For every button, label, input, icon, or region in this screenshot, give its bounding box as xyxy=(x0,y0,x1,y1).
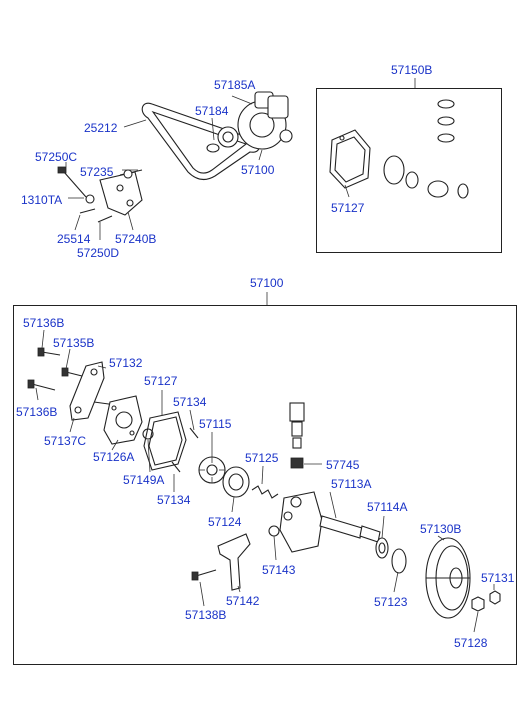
shaft xyxy=(319,515,381,543)
label-bracket-137c: 57137C xyxy=(44,434,87,448)
spring xyxy=(251,485,279,499)
top-bolts xyxy=(57,166,143,223)
label-nut-128: 57128 xyxy=(454,636,488,650)
label-belt: 25212 xyxy=(84,121,118,135)
label-bracket-b: 57240B xyxy=(115,232,157,246)
label-seal-114a: 57114A xyxy=(367,500,408,514)
seal-kit-frame xyxy=(316,88,502,253)
label-washer: 25514 xyxy=(57,232,91,246)
label-pulley-130b: 57130B xyxy=(420,522,462,536)
washer-131 xyxy=(489,590,501,605)
pump-housing xyxy=(279,491,323,553)
label-oring-143: 57143 xyxy=(262,563,296,577)
pulley-nut xyxy=(206,126,239,153)
power-steering-pump xyxy=(237,91,293,150)
pulley-nut-128 xyxy=(471,596,485,612)
front-cover xyxy=(103,395,143,445)
label-cam-124: 57124 xyxy=(208,515,242,529)
label-main-assy: 57100 xyxy=(250,276,284,290)
label-rotor-115: 57115 xyxy=(199,417,232,431)
pump-assembly-frame xyxy=(13,305,517,665)
label-pump-asm: 57185A xyxy=(214,78,256,92)
cover-gasket xyxy=(143,411,187,471)
pulley xyxy=(425,537,471,619)
top-leaders xyxy=(65,95,263,240)
label-kit-gasket: 57127 xyxy=(331,201,365,215)
kit-rings xyxy=(383,99,469,199)
snap-ring xyxy=(391,548,407,574)
label-bolt-138b: 57138B xyxy=(185,608,227,622)
label-pin-134-top: 57134 xyxy=(173,395,207,409)
label-pin-134-low: 57134 xyxy=(157,493,191,507)
bracket-plate xyxy=(69,361,105,421)
label-bolt-135b: 57135B xyxy=(53,336,95,350)
label-bolt-136b-low: 57136B xyxy=(16,405,58,419)
oil-seal xyxy=(375,537,389,559)
label-bolt-d: 57250D xyxy=(77,246,120,260)
main-leaders xyxy=(35,329,495,633)
pins xyxy=(171,427,199,473)
label-bracket-142: 57142 xyxy=(226,594,260,608)
label-bolt-235: 57235 xyxy=(80,165,114,179)
rear-bracket xyxy=(191,533,251,591)
kit-gasket xyxy=(329,129,371,189)
label-bracket-132: 57132 xyxy=(109,356,143,370)
label-ring-123: 57123 xyxy=(374,595,408,609)
label-bolt-1310: 1310TA xyxy=(21,193,63,207)
label-bolt-136b-top: 57136B xyxy=(23,316,65,330)
label-ring-149a: 57149A xyxy=(123,473,165,487)
seal-ring-149a xyxy=(142,428,154,440)
cam-ring xyxy=(222,466,250,498)
label-bolt-c: 57250C xyxy=(35,150,78,164)
label-gasket-127: 57127 xyxy=(144,374,178,388)
label-shaft-113a: 57113A xyxy=(331,477,372,491)
mount-bracket xyxy=(99,171,143,216)
label-pump-body: 57100 xyxy=(241,163,275,177)
label-kit: 57150B xyxy=(391,63,433,77)
rotor xyxy=(198,456,226,484)
label-cover-126a: 57126A xyxy=(93,450,135,464)
label-nut-131: 57131 xyxy=(481,571,515,585)
oring-143 xyxy=(268,525,280,537)
label-pulley-nut: 57184 xyxy=(195,104,229,118)
label-spring-125: 57125 xyxy=(245,451,279,465)
valve-fitting xyxy=(289,402,305,469)
label-valve-745: 57745 xyxy=(326,458,360,472)
